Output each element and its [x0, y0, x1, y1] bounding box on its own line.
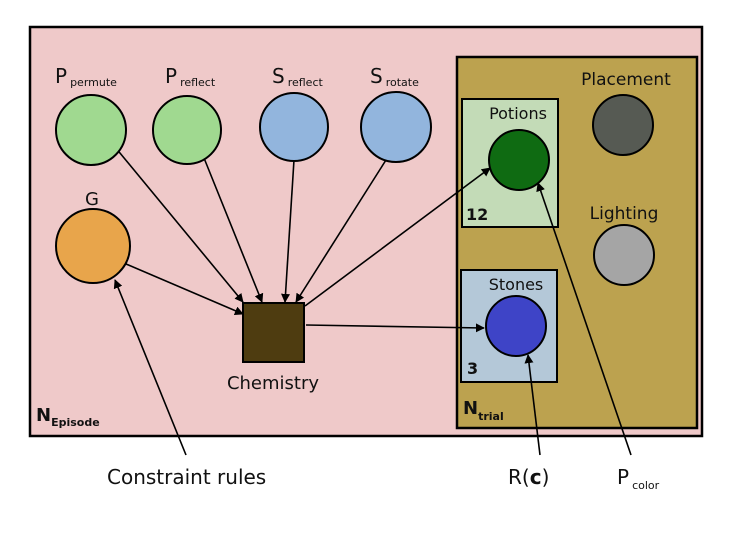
g-node [55, 208, 131, 284]
trial-plate-label: Ntrial [463, 398, 504, 423]
edge-p-reflect-chemistry [203, 157, 264, 303]
potions-label: Potions [489, 104, 547, 123]
lighting-node [593, 224, 655, 286]
edge-chemistry-potions [304, 167, 491, 307]
chemistry-factor [242, 302, 305, 363]
p-permute-node [55, 94, 127, 166]
edge-chemistry-stones [305, 323, 485, 333]
lighting-label: Lighting [590, 204, 659, 224]
chemistry-label: Chemistry [227, 373, 319, 394]
placement-node [592, 94, 654, 156]
g-label: G [85, 189, 99, 210]
s-rotate-node [360, 91, 432, 163]
edge-s-rotate-chemistry [295, 159, 387, 303]
constraint-rules-label: Constraint rules [107, 465, 266, 489]
stones-label: Stones [489, 275, 544, 294]
edge-constraint-rules-g [113, 279, 187, 456]
stones-count: 3 [467, 359, 478, 378]
s-reflect-node [259, 92, 329, 162]
edge-s-reflect-chemistry [281, 159, 295, 303]
edge-g-chemistry [125, 263, 244, 315]
potions-node [488, 129, 550, 191]
potions-count: 12 [466, 205, 488, 224]
episode-plate-label: NEpisode [36, 405, 100, 429]
edge-rc-stones [524, 354, 541, 456]
r-c-label: R(c) [508, 465, 549, 489]
edge-p-permute-chemistry [114, 146, 244, 303]
placement-label: Placement [581, 70, 671, 90]
stones-node [485, 295, 547, 357]
p-reflect-node [152, 95, 222, 165]
edge-pcolor-potions [536, 182, 632, 456]
